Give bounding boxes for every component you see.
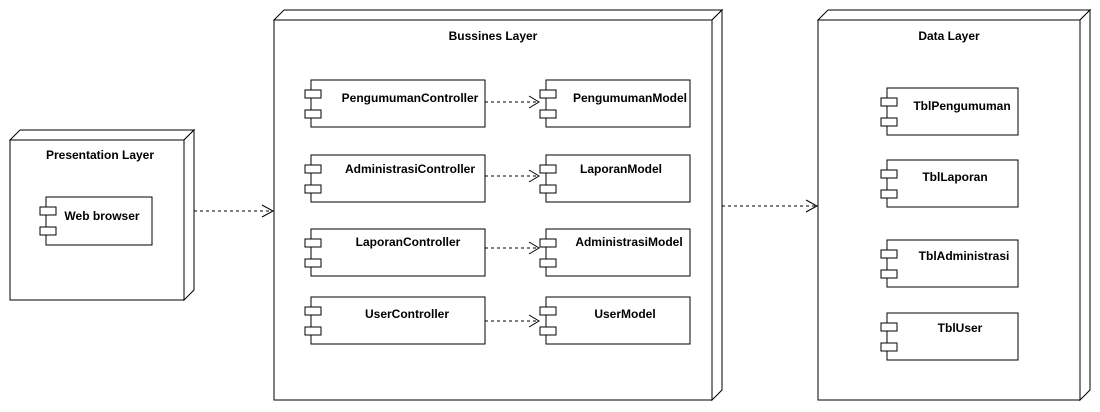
component-label: PengumumanController: [342, 91, 479, 105]
component-label: UserModel: [594, 307, 655, 321]
component-box: [310, 154, 486, 203]
component-tab-icon: [880, 189, 898, 199]
component-tbl-administrasi: TblAdministrasi: [880, 239, 1019, 288]
component-label: AdministrasiController: [345, 162, 475, 176]
component-box: [545, 79, 691, 128]
component-tab-icon: [539, 238, 557, 248]
component-user-model: UserModel: [539, 296, 691, 345]
component-box: [886, 159, 1019, 208]
dependency-arrowhead: [528, 314, 540, 328]
component-web-browser: Web browser: [39, 196, 153, 246]
dependency-controller-to-model: [485, 241, 540, 255]
component-label: TblUser: [938, 321, 983, 335]
component-tab-icon: [880, 117, 898, 127]
component-tab-icon: [539, 326, 557, 336]
component-tbl-pengumuman: TblPengumuman: [880, 87, 1019, 136]
component-tab-icon: [304, 238, 322, 248]
component-tab-icon: [39, 226, 57, 236]
component-label: TblAdministrasi: [919, 249, 1010, 263]
component-label: TblLaporan: [922, 170, 987, 184]
dependency-arrowhead: [528, 95, 540, 109]
component-administrasi-model: AdministrasiModel: [539, 228, 691, 277]
node-title: Presentation Layer: [46, 148, 154, 162]
dependency-controller-to-model: [485, 169, 540, 183]
component-laporan-controller: LaporanController: [304, 228, 486, 277]
component-tab-icon: [304, 258, 322, 268]
component-label: PengumumanModel: [573, 91, 687, 105]
component-tab-icon: [880, 269, 898, 279]
dependency-controller-to-model: [485, 95, 540, 109]
component-administrasi-controller: AdministrasiController: [304, 154, 486, 203]
dependency-arrowhead: [261, 204, 275, 218]
component-tab-icon: [39, 206, 57, 216]
component-tab-icon: [880, 322, 898, 332]
component-box: [545, 296, 691, 345]
component-tab-icon: [880, 342, 898, 352]
component-tab-icon: [304, 184, 322, 194]
component-label: TblPengumuman: [913, 99, 1010, 113]
component-pengumuman-model: PengumumanModel: [539, 79, 691, 128]
component-tab-icon: [880, 97, 898, 107]
node-right-face: [183, 128, 195, 302]
component-label: LaporanController: [356, 235, 461, 249]
component-tab-icon: [539, 306, 557, 316]
component-tab-icon: [304, 89, 322, 99]
dependency-controller-to-model: [485, 314, 540, 328]
component-tab-icon: [539, 184, 557, 194]
component-box: [310, 79, 486, 128]
component-box: [545, 154, 691, 203]
dependency-presentation-to-business: [194, 204, 275, 218]
component-box: [45, 196, 153, 246]
node-right-face: [711, 8, 723, 402]
component-tab-icon: [304, 109, 322, 119]
dependency-arrowhead: [528, 169, 540, 183]
component-tab-icon: [539, 89, 557, 99]
component-tab-icon: [539, 109, 557, 119]
component-label: AdministrasiModel: [575, 235, 682, 249]
component-label: Web browser: [64, 209, 139, 223]
node-right-face: [1079, 8, 1091, 402]
component-label: LaporanModel: [580, 162, 662, 176]
component-pengumuman-controller: PengumumanController: [304, 79, 486, 128]
component-tbl-laporan: TblLaporan: [880, 159, 1019, 208]
component-label: UserController: [365, 307, 449, 321]
component-tab-icon: [304, 326, 322, 336]
component-tab-icon: [304, 164, 322, 174]
dependency-arrowhead: [528, 241, 540, 255]
component-tab-icon: [880, 169, 898, 179]
dependency-arrowhead: [805, 199, 819, 213]
component-box: [310, 228, 486, 277]
component-tab-icon: [539, 258, 557, 268]
component-tab-icon: [539, 164, 557, 174]
node-top-face: [8, 129, 196, 141]
dependency-business-to-data: [722, 199, 819, 213]
component-laporan-model: LaporanModel: [539, 154, 691, 203]
node-top-face: [272, 9, 724, 21]
component-box: [886, 239, 1019, 288]
component-user-controller: UserController: [304, 296, 486, 345]
component-box: [310, 296, 486, 345]
node-title: Bussines Layer: [449, 29, 538, 43]
component-tbl-user: TblUser: [880, 312, 1019, 361]
node-business-layer: Bussines Layer PengumumanController Admi…: [272, 8, 724, 402]
component-box: [886, 312, 1019, 361]
component-tab-icon: [304, 306, 322, 316]
node-presentation-layer: Presentation Layer Web browser: [8, 128, 196, 302]
component-box: [545, 228, 691, 277]
node-title: Data Layer: [918, 29, 980, 43]
node-data-layer: Data Layer TblPengumuman TblLaporan TblA…: [816, 8, 1092, 402]
node-top-face: [816, 9, 1092, 21]
component-tab-icon: [880, 249, 898, 259]
component-box: [886, 87, 1019, 136]
